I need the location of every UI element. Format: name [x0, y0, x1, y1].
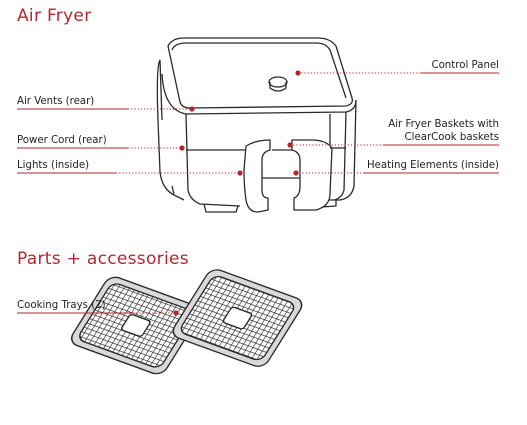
label-baskets-line1: Air Fryer Baskets with: [388, 119, 499, 130]
section-title-parts-accessories: Parts + accessories: [17, 249, 189, 269]
section-title-air-fryer: Air Fryer: [17, 6, 92, 26]
label-control-panel: Control Panel: [431, 60, 499, 71]
label-cooking-trays: Cooking Trays (2): [17, 300, 106, 311]
leader-dots: [173, 70, 301, 316]
label-air-vents: Air Vents (rear): [17, 96, 95, 107]
label-lights: Lights (inside): [17, 160, 90, 171]
label-heating-elements: Heating Elements (inside): [367, 160, 499, 171]
label-baskets-line2: ClearCook baskets: [404, 132, 499, 143]
cooking-tray-left: [70, 276, 201, 375]
leader-lines: [17, 72, 499, 314]
air-fryer-illustration: [156, 37, 357, 213]
cooking-tray-right: [172, 269, 303, 367]
label-power-cord: Power Cord (rear): [17, 135, 107, 146]
